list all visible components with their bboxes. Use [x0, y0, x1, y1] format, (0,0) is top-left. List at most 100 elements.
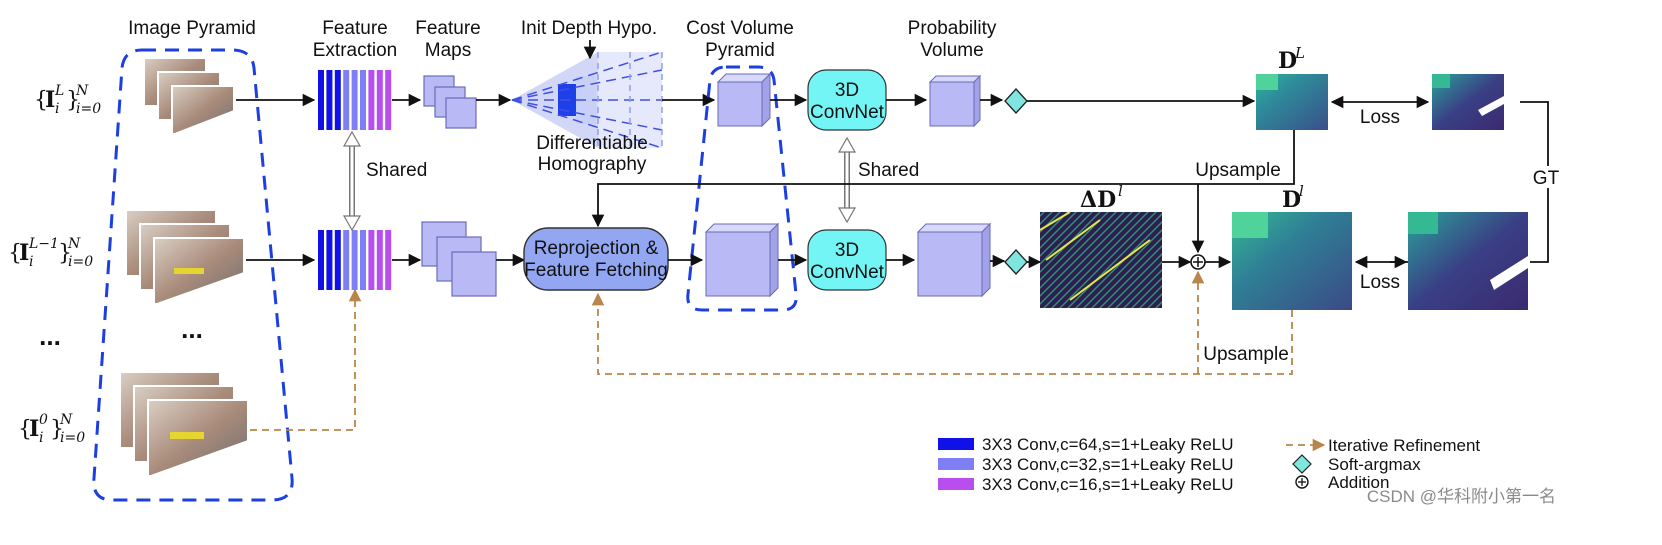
delta-depth-map	[1039, 211, 1162, 308]
convnet-top-label-1: 3D	[835, 80, 859, 101]
svg-text:L−1: L−1	[28, 236, 59, 252]
legend-label-conv64: 3X3 Conv,c=64,s=1+Leaky ReLU	[982, 435, 1234, 454]
svg-text:I: I	[19, 240, 29, 266]
gt-map-top	[1432, 74, 1504, 130]
gt-bracket	[1520, 101, 1549, 263]
reprojection-label-2: Feature Fetching	[524, 260, 668, 281]
label-probability-2: Volume	[920, 40, 983, 61]
conv-layer-bar	[376, 230, 383, 290]
input-level-bottom: { I i 0 } N i=0	[18, 412, 85, 446]
label-probability-1: Probability	[908, 18, 997, 39]
delta-depth-label: ΔD l	[1080, 182, 1123, 213]
svg-text:}: }	[50, 417, 64, 442]
svg-text:i=0: i=0	[60, 430, 85, 446]
label-image-pyramid: Image Pyramid	[128, 18, 256, 39]
label-shared-features: Shared	[366, 160, 427, 181]
depth-map-top	[1256, 74, 1328, 130]
image-stack-mid	[125, 209, 245, 305]
conv-layer-bar	[334, 70, 341, 130]
conv-layer-bar	[343, 70, 350, 130]
cost-volume-top	[716, 72, 772, 128]
convnet-bottom-label-2: ConvNet	[810, 262, 885, 283]
svg-text:N: N	[59, 412, 73, 428]
svg-text:i: i	[39, 430, 43, 446]
label-homography-1: Differentiable	[536, 133, 648, 154]
conv-layer-bar	[385, 70, 392, 130]
convnet-top-label-2: ConvNet	[810, 102, 885, 123]
svg-text:i: i	[55, 101, 59, 117]
conv-layer-bar	[318, 70, 324, 130]
depth-bottom-label: D l	[1282, 182, 1304, 213]
label-init-depth: Init Depth Hypo.	[521, 18, 657, 39]
watermark: CSDN @华科附小第一名	[1367, 487, 1556, 506]
label-loss-bottom: Loss	[1360, 272, 1400, 293]
refinement-path-bottom	[591, 292, 1293, 375]
legend-label-conv16: 3X3 Conv,c=16,s=1+Leaky ReLU	[982, 475, 1234, 494]
softargmax-top	[1004, 88, 1028, 114]
softargmax-bottom	[1004, 249, 1028, 275]
svg-text:D: D	[1282, 187, 1301, 213]
svg-text:}: }	[66, 88, 80, 113]
svg-text:D: D	[1278, 48, 1297, 74]
conv-layer-bar	[318, 230, 324, 290]
svg-text:0: 0	[39, 412, 48, 428]
legend-addition-icon	[1295, 475, 1309, 489]
label-shared-convnet: Shared	[858, 160, 919, 181]
label-homography-2: Homography	[538, 154, 647, 175]
svg-text:{: {	[8, 241, 22, 266]
conv-layer-bar	[376, 70, 383, 130]
feature-extractor-bottom	[318, 230, 392, 290]
svg-text:}: }	[58, 241, 72, 266]
conv-layer-bar	[343, 230, 350, 290]
label-cost-volume-1: Cost Volume	[686, 18, 794, 39]
svg-text:i=0: i=0	[68, 254, 93, 270]
legend-label-iterative: Iterative Refinement	[1328, 436, 1480, 455]
label-feature-extraction-2: Extraction	[313, 40, 397, 61]
conv-layer-bar	[351, 70, 358, 130]
image-stack-bottom	[119, 371, 249, 477]
probability-volume-bottom	[916, 222, 992, 298]
ellipsis-left: ...	[39, 321, 61, 351]
probability-volume-top	[928, 74, 982, 128]
conv-layer-bar	[351, 230, 358, 290]
image-pyramid-outline	[92, 48, 294, 502]
conv-layer-bar	[334, 230, 341, 290]
label-upsample-top: Upsample	[1195, 160, 1281, 181]
ellipsis-center: ...	[181, 314, 203, 344]
label-feature-extraction-1: Feature	[322, 18, 387, 39]
legend-softargmax-icon	[1292, 454, 1312, 474]
label-cost-volume-2: Pyramid	[705, 40, 775, 61]
conv-layer-bar	[385, 230, 392, 290]
conv-layer-bar	[360, 230, 366, 290]
svg-text:{: {	[18, 417, 32, 442]
gt-map-bottom	[1408, 212, 1528, 310]
svg-text:i: i	[29, 254, 33, 270]
conv-layer-bar	[368, 230, 375, 290]
legend-label-addition: Addition	[1328, 473, 1389, 492]
label-feature-maps-2: Maps	[425, 40, 471, 61]
conv-layer-bar	[326, 70, 333, 130]
legend-swatch-conv16	[938, 478, 974, 490]
depth-top-label: D L	[1278, 44, 1305, 74]
legend-label-conv32: 3X3 Conv,c=32,s=1+Leaky ReLU	[982, 455, 1234, 474]
input-level-mid: { I i L−1 } N i=0	[8, 236, 93, 270]
svg-text:ΔD: ΔD	[1080, 187, 1116, 213]
feature-maps-bottom	[421, 221, 497, 297]
label-feature-maps-1: Feature	[415, 18, 480, 39]
legend: 3X3 Conv,c=64,s=1+Leaky ReLU 3X3 Conv,c=…	[938, 435, 1480, 494]
feature-maps-top	[423, 75, 477, 129]
conv-layer-bar	[360, 70, 366, 130]
label-loss-top: Loss	[1360, 107, 1400, 128]
svg-text:i=0: i=0	[76, 101, 101, 117]
input-level-top: { I i L } N i=0	[34, 83, 101, 117]
convnet-bottom-label-1: 3D	[835, 240, 859, 261]
label-upsample-bottom: Upsample	[1203, 344, 1289, 365]
arrow-input-bottom-refine	[250, 288, 362, 431]
svg-text:L: L	[54, 83, 64, 99]
conv-layer-bar	[368, 70, 375, 130]
svg-text:L: L	[1294, 44, 1305, 62]
svg-text:l: l	[1299, 182, 1304, 200]
svg-text:I: I	[29, 416, 39, 442]
reprojection-box	[523, 227, 669, 291]
